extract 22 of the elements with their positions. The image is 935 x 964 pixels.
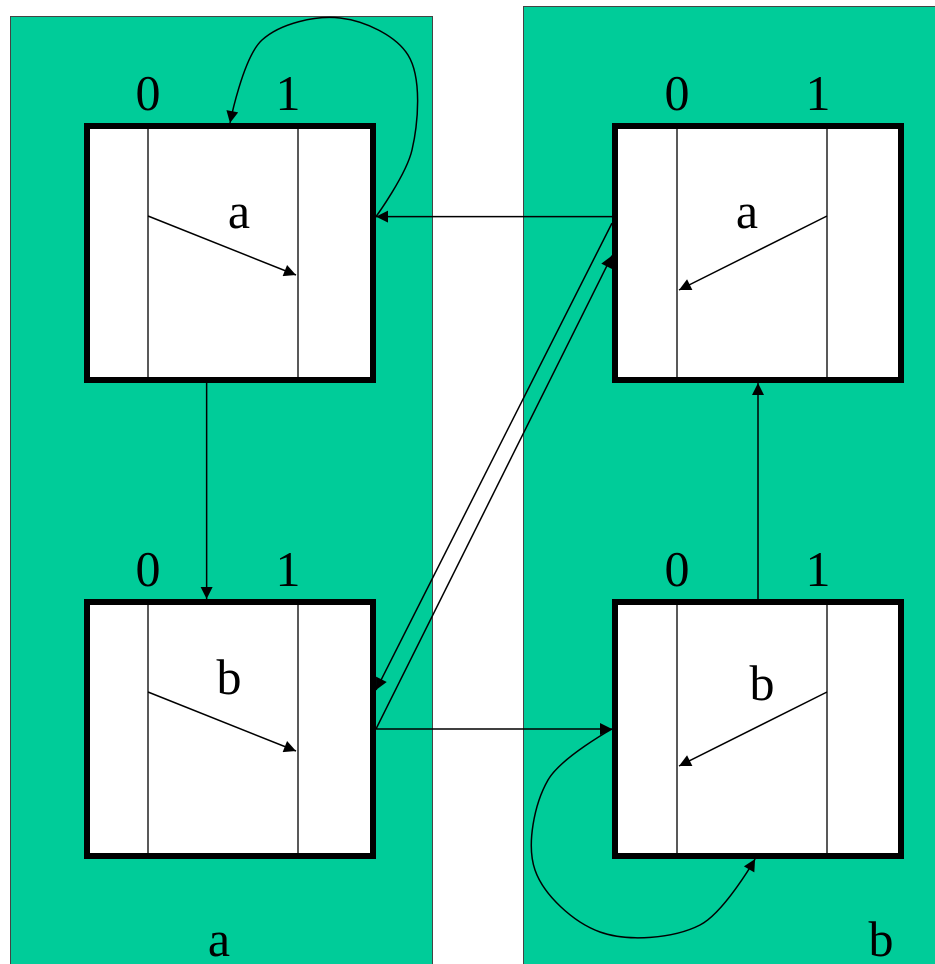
arrow (376, 723, 612, 735)
panel-label: b (868, 914, 894, 964)
arrow (226, 16, 418, 218)
column-label: 0 (664, 68, 690, 118)
column-label: 1 (806, 544, 830, 594)
box-label: a (228, 186, 250, 236)
box-label: b (750, 658, 774, 708)
box-label: a (736, 186, 758, 236)
column-label: 1 (806, 68, 830, 118)
panel-label: a (208, 914, 230, 964)
column-label: 0 (664, 544, 690, 594)
arrow (200, 383, 213, 599)
arrow (530, 728, 756, 938)
column-label: 0 (136, 544, 160, 594)
arrow (376, 210, 612, 223)
box-label: b (216, 652, 242, 702)
panel (10, 16, 433, 964)
column-label: 1 (276, 68, 300, 118)
column-label: 1 (276, 544, 300, 594)
column-label: 0 (136, 68, 160, 118)
panel (523, 6, 935, 964)
arrow (752, 383, 764, 599)
